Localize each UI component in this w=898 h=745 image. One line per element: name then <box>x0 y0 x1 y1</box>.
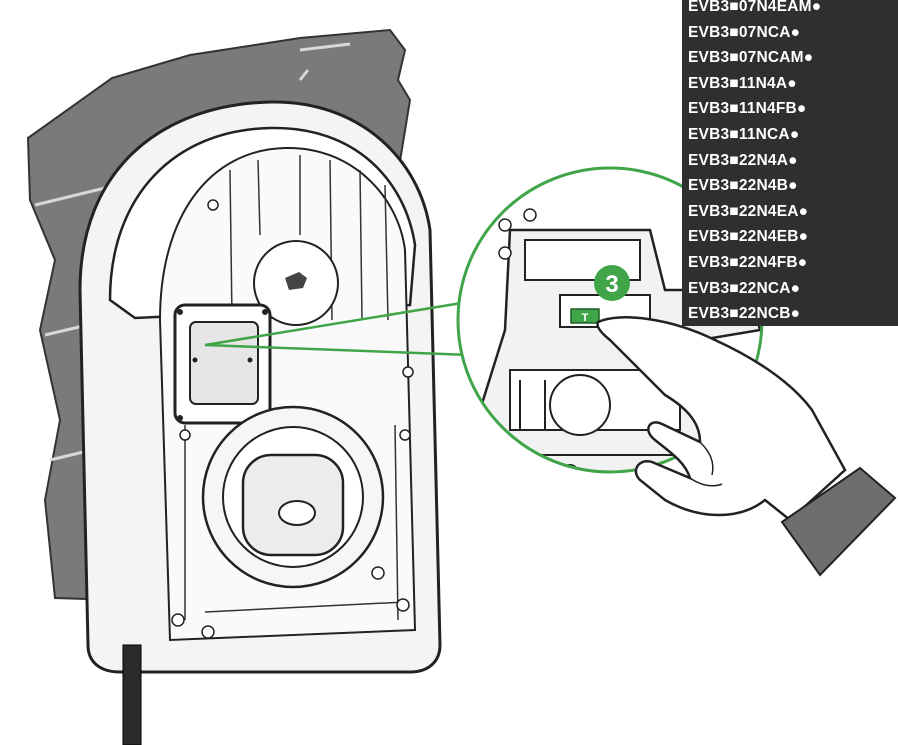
socket-lens <box>278 500 316 526</box>
test-button <box>570 308 600 324</box>
compatible-models-panel: EVB3■07N4EAM● EVB3■07NCA● EVB3■07NCAM● E… <box>682 0 898 326</box>
test-button-glyph: T <box>582 312 589 324</box>
model-item: EVB3■22NCB● <box>688 305 801 323</box>
housing-screws <box>171 199 414 639</box>
compartment-inner <box>189 321 259 405</box>
sleeve <box>780 466 897 577</box>
model-item: EVB3■22N4EB● <box>688 228 809 246</box>
zoom-callout-lines <box>204 298 481 357</box>
step-number: 3 <box>605 271 618 298</box>
model-item: EVB3■22N4B● <box>688 177 798 195</box>
charger-ribs <box>184 155 406 621</box>
model-item: EVB3■22N4EA● <box>688 202 809 220</box>
model-list: EVB3■07N4EAM● EVB3■07NCA● EVB3■07NCAM● E… <box>688 0 821 327</box>
model-item: EVB3■22NCA● <box>688 279 801 297</box>
model-item: EVB3■11N4A● <box>688 74 797 92</box>
step-badge <box>594 265 630 301</box>
model-item: EVB3■11N4FB● <box>688 100 807 118</box>
model-item: EVB3■07N4EAM● <box>688 0 822 15</box>
model-item: EVB3■07NCAM● <box>688 49 814 67</box>
pointing-hand <box>596 316 847 522</box>
hand-creases <box>689 441 723 487</box>
model-item: EVB3■07NCA● <box>688 23 801 41</box>
model-item: EVB3■22N4FB● <box>688 253 808 271</box>
model-item: EVB3■22N4A● <box>688 151 798 169</box>
upper-device-icon <box>285 272 307 290</box>
model-item: EVB3■11NCA● <box>688 125 800 143</box>
power-cable <box>122 644 142 745</box>
